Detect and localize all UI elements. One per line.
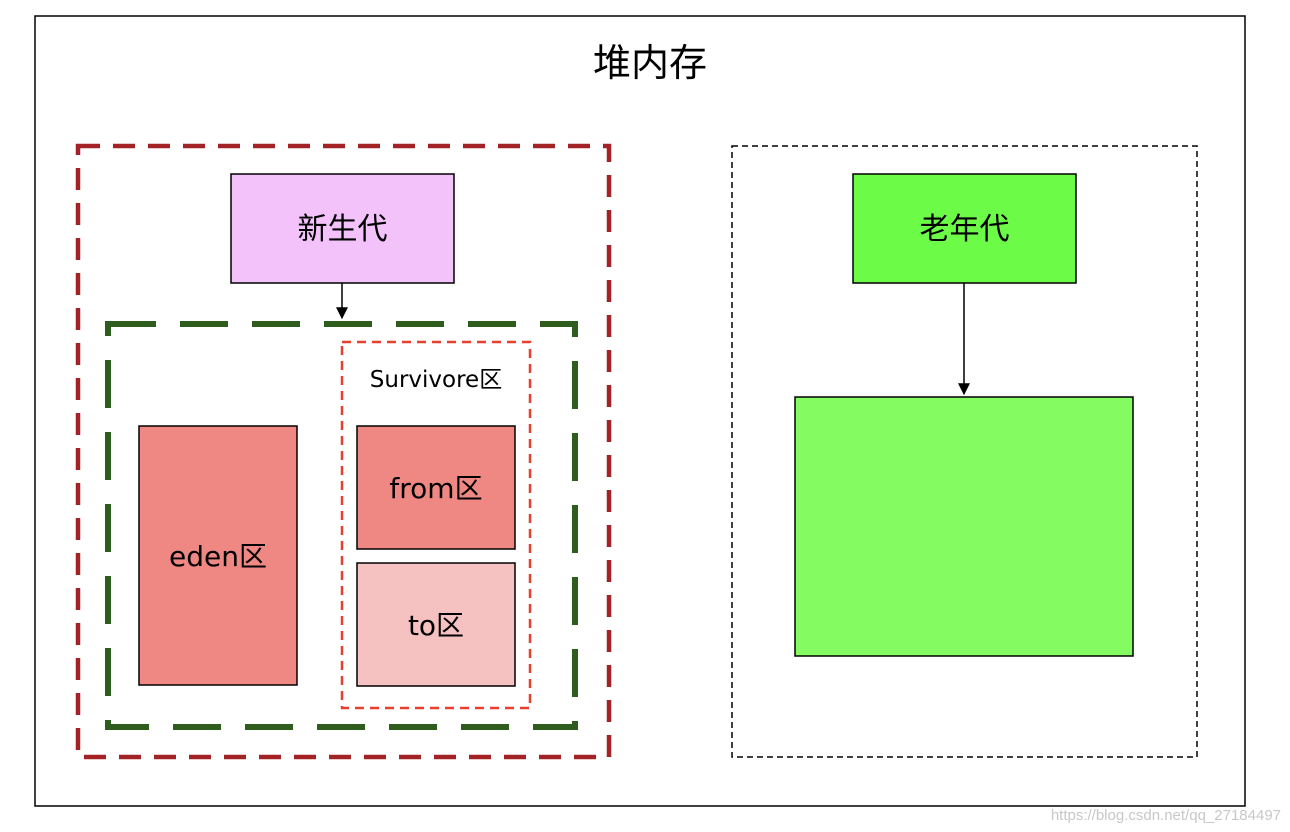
- to-space-label: to区: [408, 609, 464, 642]
- from-space-label: from区: [389, 472, 482, 505]
- eden-space-label: eden区: [169, 540, 267, 573]
- old-generation-area: [794, 396, 1134, 657]
- from-space-box: [356, 425, 516, 550]
- heap-title: 堆内存: [593, 41, 707, 85]
- watermark: https://blog.csdn.net/qq_27184497: [1051, 807, 1281, 824]
- young-generation-label-box: [230, 173, 455, 284]
- young-generation-label: 新生代: [298, 212, 388, 247]
- young-generation-region: [75, 143, 612, 760]
- to-space-box: [356, 562, 516, 687]
- survivor-region: [340, 340, 532, 710]
- survivor-region-label: Survivore区: [370, 367, 502, 393]
- old-generation-region: [731, 145, 1198, 758]
- old-generation-label: 老年代: [920, 212, 1010, 247]
- eden-space-box: [138, 425, 298, 686]
- inner-young-region: [105, 321, 578, 730]
